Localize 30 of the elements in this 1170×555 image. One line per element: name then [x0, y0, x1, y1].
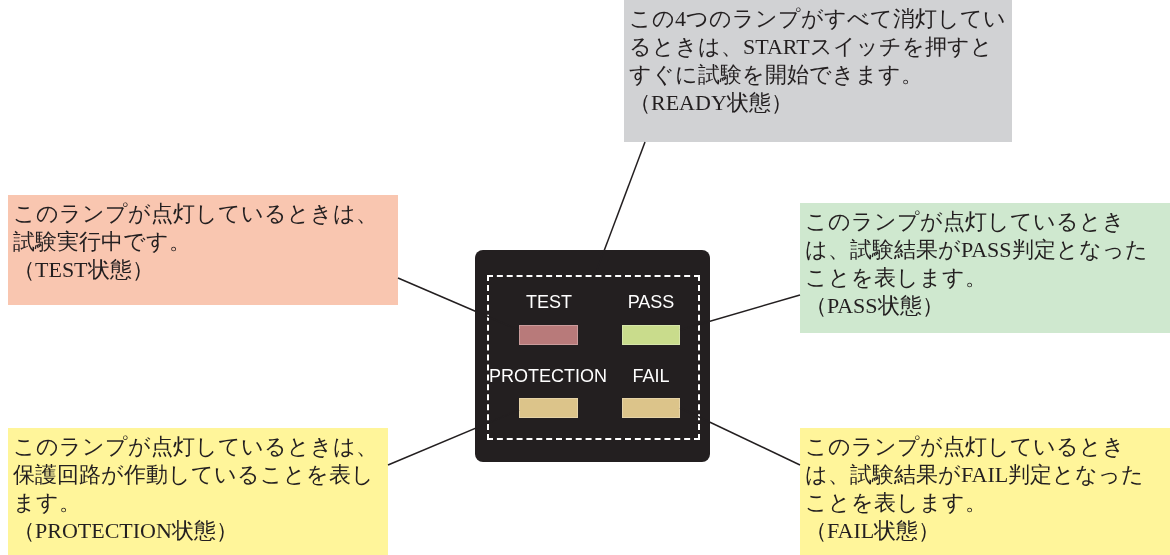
lamp-label: FAIL — [632, 366, 670, 387]
callout-text: （PASS状態） — [805, 292, 945, 320]
callout-box — [800, 428, 1170, 555]
callout-text: このランプが点灯しているときは、保護回路が作動していることを表します。 — [13, 433, 379, 517]
callout-box — [8, 428, 388, 555]
callout-text: このランプが点灯しているときは、試験結果がFAIL判定となったことを表します。 — [805, 433, 1146, 517]
callout-text: この4つのランプがすべて消灯しているときは、STARTスイッチを押すとすぐに試験を開始できます。 — [629, 5, 1007, 89]
leader-line — [594, 141, 646, 276]
lamp-label: TEST — [526, 292, 572, 313]
callout-box — [800, 203, 1170, 333]
callout-box — [8, 195, 398, 305]
lamp — [519, 325, 578, 345]
callout-text: （TEST状態） — [13, 256, 155, 284]
lamp — [622, 325, 680, 345]
callout-text: （PROTECTION状態） — [13, 517, 239, 545]
callout-text: （READY状態） — [629, 89, 794, 117]
lamp-label: PROTECTION — [489, 366, 607, 387]
callout-text: このランプが点灯しているときは、試験結果がPASS判定となったことを表します。 — [805, 208, 1149, 292]
leader-line — [397, 277, 520, 331]
leader-line — [679, 407, 801, 466]
lamp — [519, 398, 578, 418]
lamp — [622, 398, 680, 418]
leader-line — [387, 409, 520, 466]
callout-box — [624, 0, 1012, 142]
callout-text: このランプが点灯しているときは、試験実行中です。 — [13, 200, 379, 256]
callout-text: （FAIL状態） — [805, 517, 942, 545]
lamp-label: PASS — [627, 292, 675, 313]
leader-line — [679, 294, 801, 331]
lamp-panel — [475, 250, 710, 462]
dashed-frame — [487, 275, 700, 440]
